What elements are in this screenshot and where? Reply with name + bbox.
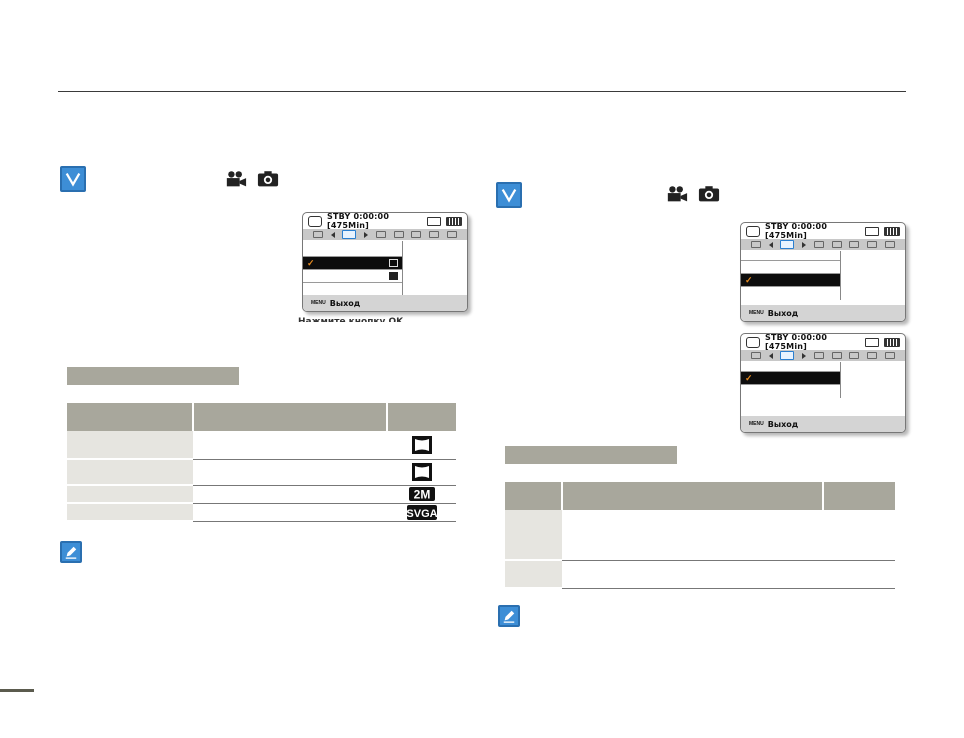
table-row xyxy=(505,560,895,589)
resolution-2m-icon: 2M xyxy=(408,487,435,502)
check-icon xyxy=(60,166,86,192)
table-header-cell xyxy=(387,403,456,431)
screen-status-text: STBY 0:00:00 [475Min] xyxy=(765,222,828,240)
cutoff-instruction: Нажмите кнопку OK xyxy=(298,317,404,322)
screen-menu-list: ✓ xyxy=(741,251,841,300)
svg-text:2M: 2M xyxy=(413,488,430,502)
table-row xyxy=(67,431,456,460)
screen-footer: MENU Выход xyxy=(741,305,905,321)
note-icon xyxy=(60,541,82,563)
screen-status-text: STBY 0:00:00 [475Min] xyxy=(327,212,390,230)
camera-screen-top: STBY 0:00:00 [475Min] ✓ MENU Выход xyxy=(740,222,906,322)
scene-mode-icon xyxy=(308,215,322,227)
battery-icon xyxy=(884,337,900,347)
note-icon xyxy=(498,605,520,627)
movie-camera-icon xyxy=(226,171,247,187)
table-header-cell xyxy=(67,403,194,431)
movie-camera-icon xyxy=(667,186,688,202)
table-header-cell xyxy=(823,482,895,510)
table-row: SVGA xyxy=(67,503,456,522)
mode-icons xyxy=(666,185,720,203)
svg-text:SVGA: SVGA xyxy=(407,508,437,520)
scene-mode-icon xyxy=(746,225,760,237)
menu-label: MENU xyxy=(749,421,764,427)
camera-screen: STBY 0:00:00 [475Min] ✓ MENU Выход xyxy=(302,212,468,312)
exit-label: Выход xyxy=(329,298,361,308)
screen-menu-list: ✓ xyxy=(303,241,403,296)
screen-menu-tabs xyxy=(741,350,905,361)
table-header-cell xyxy=(562,482,824,510)
battery-icon xyxy=(884,226,900,236)
screen-footer: MENU Выход xyxy=(741,416,905,432)
page-footer-bar xyxy=(0,689,34,692)
top-rule xyxy=(58,91,906,92)
exit-label: Выход xyxy=(767,308,799,318)
resolution-svga-icon: SVGA xyxy=(406,504,437,520)
screen-menu-list: ✓ xyxy=(741,362,841,398)
screen-status-text: STBY 0:00:00 [475Min] xyxy=(765,333,828,351)
table-row: 2M xyxy=(67,485,456,504)
screen-menu-tabs xyxy=(741,239,905,250)
table-row xyxy=(505,510,895,561)
section-header-bar xyxy=(505,446,677,464)
settings-table: 2M SVGA xyxy=(67,403,456,522)
settings-table xyxy=(505,482,895,589)
mode-icons xyxy=(225,170,279,188)
memory-card-icon xyxy=(865,226,879,236)
photo-camera-icon xyxy=(698,186,720,202)
table-header-cell xyxy=(193,403,388,431)
exit-label: Выход xyxy=(767,419,799,429)
memory-card-icon xyxy=(865,337,879,347)
table-row xyxy=(67,459,456,486)
menu-label: MENU xyxy=(749,310,764,316)
screen-footer: MENU Выход xyxy=(303,295,467,311)
wide-aspect-icon xyxy=(411,435,432,454)
camera-screen-bottom: STBY 0:00:00 [475Min] ✓ MENU Выход xyxy=(740,333,906,433)
check-icon xyxy=(496,182,522,208)
section-header-bar xyxy=(67,367,239,385)
scene-mode-icon xyxy=(746,336,760,348)
battery-icon xyxy=(446,216,462,226)
wide-aspect-icon xyxy=(411,463,432,481)
photo-camera-icon xyxy=(257,171,279,187)
screen-menu-tabs xyxy=(303,229,467,240)
memory-card-icon xyxy=(427,216,441,226)
menu-label: MENU xyxy=(311,300,326,306)
table-header-cell xyxy=(505,482,563,510)
